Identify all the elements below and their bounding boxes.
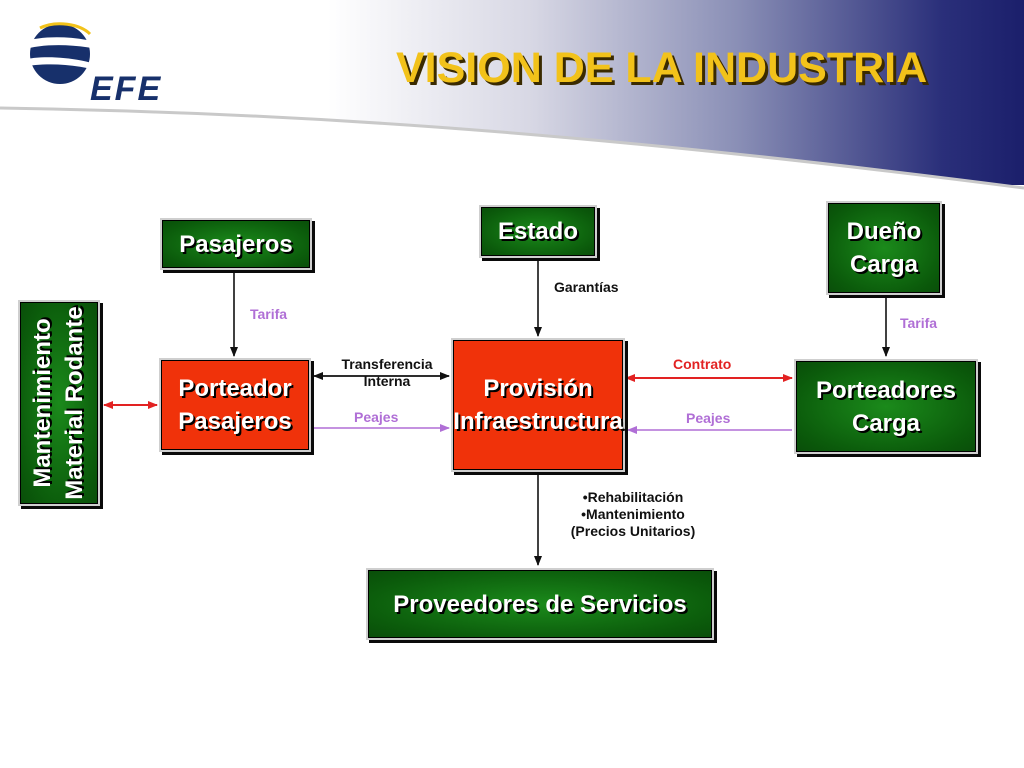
node-estado: Estado bbox=[479, 205, 597, 258]
label-tarifa-right: Tarifa bbox=[900, 315, 938, 331]
node-pasajeros: Pasajeros bbox=[160, 218, 312, 270]
label-servicios-line3: (Precios Unitarios) bbox=[570, 523, 696, 539]
node-estado-label: Estado bbox=[497, 218, 578, 245]
node-proveedores-label: Proveedores de Servicios bbox=[393, 590, 687, 618]
label-servicios-line2: •Mantenimiento bbox=[581, 506, 685, 522]
logo-text: EFE bbox=[90, 70, 163, 108]
label-servicios-line1: •Rehabilitación bbox=[582, 489, 684, 505]
node-dueno-carga-line1: Dueño bbox=[846, 218, 922, 245]
node-porteador-line1: Porteador bbox=[178, 375, 292, 402]
label-contrato: Contrato bbox=[673, 356, 732, 372]
node-mantenimiento-line1: Mantenimiento bbox=[29, 318, 56, 488]
node-dueno-carga: Dueño Carga bbox=[826, 201, 942, 295]
node-mantenimiento-line2: Material Rodante bbox=[61, 306, 88, 500]
label-servicios: •Rehabilitación •Mantenimiento (Precios … bbox=[548, 489, 718, 540]
label-transferencia-line2: Interna bbox=[363, 373, 411, 389]
node-proveedores-servicios: Proveedores de Servicios bbox=[366, 568, 714, 640]
node-porteador-pasajeros: Porteador Pasajeros bbox=[159, 358, 311, 452]
node-pasajeros-label: Pasajeros bbox=[179, 230, 293, 258]
page-title: VISION DE LA INDUSTRIA bbox=[396, 44, 928, 92]
node-provision-line2: Infraestructura bbox=[453, 408, 623, 435]
efe-logo-icon bbox=[22, 22, 116, 84]
node-porteadores-carga-line2: Carga bbox=[851, 409, 921, 437]
node-dueno-carga-line2: Carga bbox=[849, 251, 919, 278]
label-tarifa-left: Tarifa bbox=[250, 306, 288, 322]
node-porteador-line2: Pasajeros bbox=[178, 408, 292, 435]
label-peajes-left: Peajes bbox=[354, 409, 399, 425]
node-mantenimiento-material-rodante: Mantenimiento Material Rodante bbox=[18, 300, 100, 506]
banner-curve bbox=[0, 106, 1024, 190]
label-transferencia: Transferencia Interna bbox=[326, 356, 448, 390]
node-provision-line1: Provisión bbox=[483, 375, 593, 402]
label-transferencia-line1: Transferencia bbox=[341, 356, 433, 372]
node-porteadores-carga-line1: Porteadores bbox=[815, 376, 957, 404]
label-peajes-right: Peajes bbox=[686, 410, 731, 426]
label-garantias: Garantías bbox=[554, 279, 619, 295]
node-porteadores-carga: Porteadores Carga bbox=[794, 359, 978, 454]
node-provision-infraestructura: Provisión Infraestructura bbox=[451, 338, 625, 472]
efe-logo: EFE bbox=[16, 12, 160, 108]
